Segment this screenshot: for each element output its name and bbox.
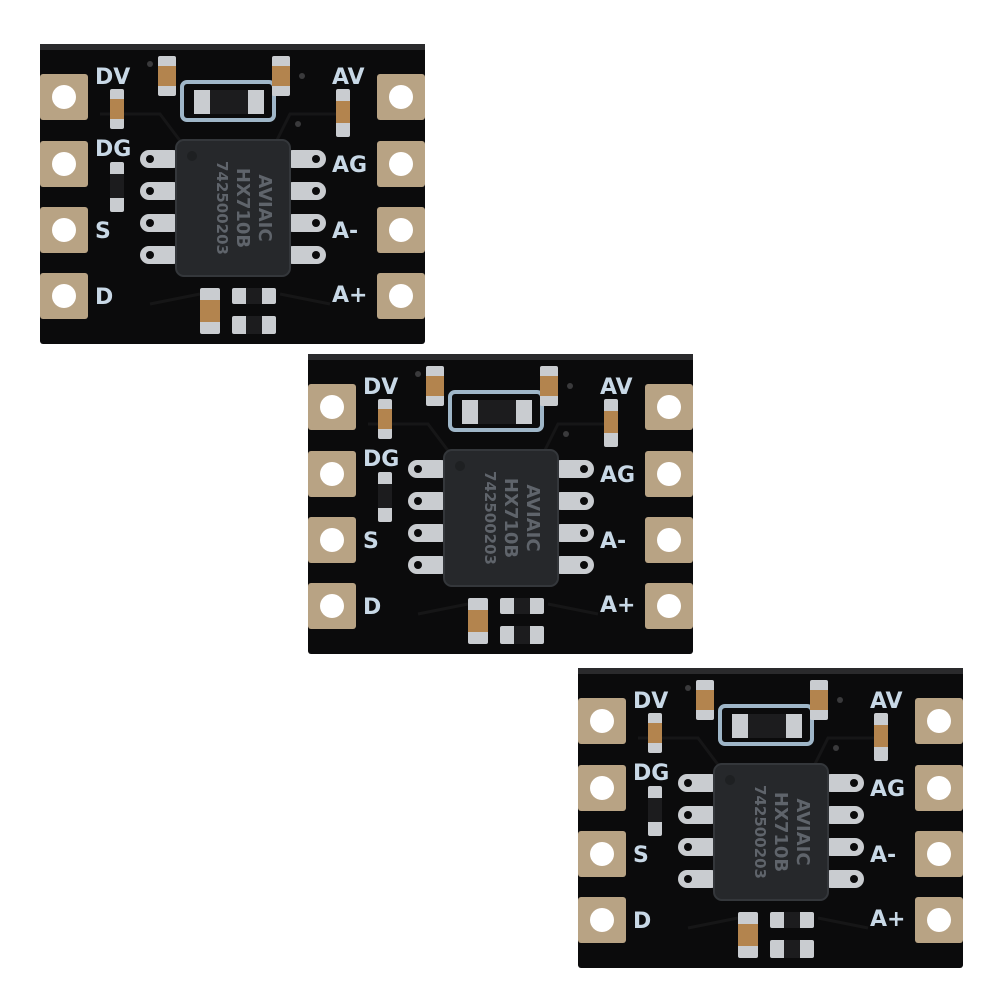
pin-label-dg: DG bbox=[633, 761, 669, 786]
chip-marking-code: 742500203 bbox=[751, 785, 769, 879]
pcb-board-1: DV DG S D AV AG A- A+ AVIAIC HX710B 7425… bbox=[38, 42, 427, 346]
pin-label-av: AV bbox=[332, 65, 365, 90]
pin-label-a-plus: A+ bbox=[332, 283, 367, 308]
pin-label-ag: AG bbox=[600, 463, 635, 488]
pin-label-dv: DV bbox=[633, 689, 668, 714]
chip-marking-brand: AVIAIC bbox=[792, 798, 813, 865]
pin-label-av: AV bbox=[870, 689, 903, 714]
pcb-board-2: DV DG S D AV AG A- A+ AVIAIC HX710B 7425… bbox=[306, 352, 695, 656]
chip-marking-model: HX710B bbox=[232, 168, 253, 248]
chip-marking-model: HX710B bbox=[500, 478, 521, 558]
pin-label-d: D bbox=[633, 909, 651, 934]
pin-label-s: S bbox=[633, 843, 649, 868]
pin-label-d: D bbox=[363, 595, 381, 620]
pin-label-dv: DV bbox=[95, 65, 130, 90]
pin-label-dg: DG bbox=[363, 447, 399, 472]
pin-label-s: S bbox=[363, 529, 379, 554]
pcb-board-3: DV DG S D AV AG A- A+ AVIAIC HX710B 7425… bbox=[576, 666, 965, 970]
pin-label-a-minus: A- bbox=[600, 529, 626, 554]
pin-label-dg: DG bbox=[95, 137, 131, 162]
pin-label-dv: DV bbox=[363, 375, 398, 400]
pin-label-ag: AG bbox=[332, 153, 367, 178]
pin-label-d: D bbox=[95, 285, 113, 310]
chip-marking-code: 742500203 bbox=[213, 161, 231, 255]
pin-label-av: AV bbox=[600, 375, 633, 400]
pin-label-ag: AG bbox=[870, 777, 905, 802]
chip-marking-model: HX710B bbox=[770, 792, 791, 872]
pin-label-a-plus: A+ bbox=[600, 593, 635, 618]
pin-label-s: S bbox=[95, 219, 111, 244]
pin-label-a-minus: A- bbox=[870, 843, 896, 868]
pin-label-a-plus: A+ bbox=[870, 907, 905, 932]
chip-marking-code: 742500203 bbox=[481, 471, 499, 565]
chip-marking-brand: AVIAIC bbox=[522, 484, 543, 551]
pin-label-a-minus: A- bbox=[332, 219, 358, 244]
chip-marking-brand: AVIAIC bbox=[254, 174, 275, 241]
